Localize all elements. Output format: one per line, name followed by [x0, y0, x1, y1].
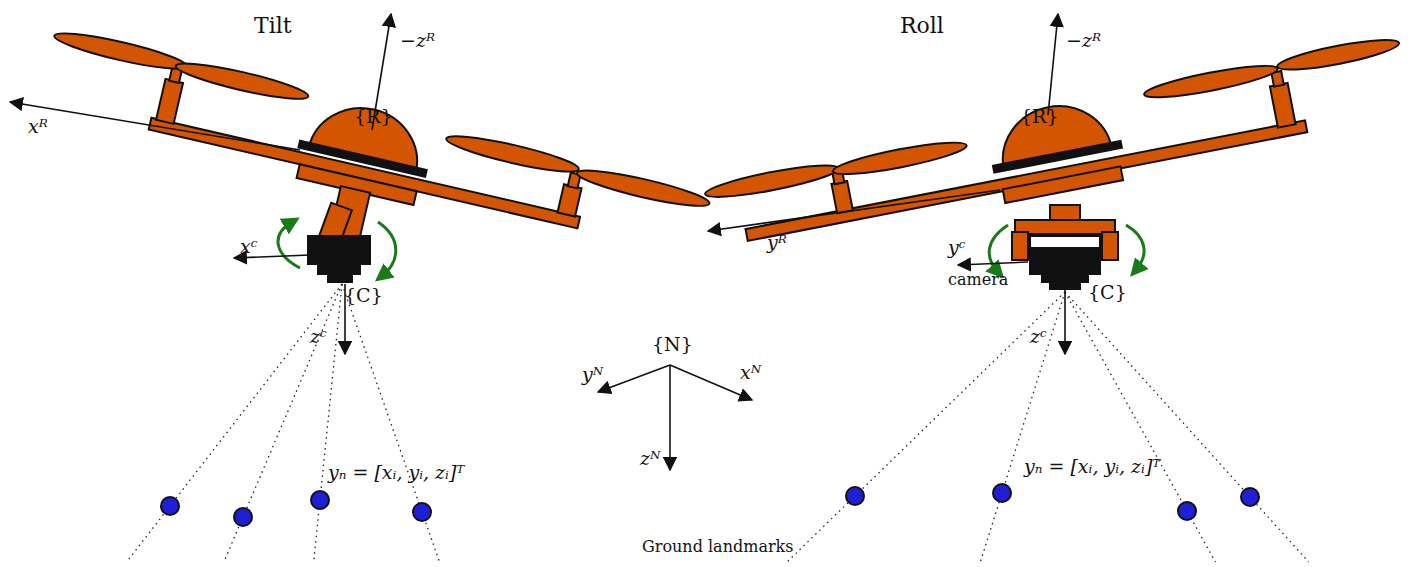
axis-label: xᴿ: [26, 116, 50, 137]
landmark-vector: yₙ = [xᵢ, yᵢ, zᵢ]ᵀ: [1022, 456, 1162, 477]
sight-ray: [1065, 292, 1309, 562]
sight-ray: [1065, 292, 1215, 562]
sight-ray: [342, 284, 440, 562]
sight-ray: [980, 292, 1065, 562]
view-title: Roll: [898, 14, 946, 38]
frame-label: {R}: [1018, 106, 1060, 127]
frame-label: {R}: [352, 106, 394, 127]
quadrotor-roll: [700, 34, 1414, 259]
ground-landmarks: [161, 484, 1259, 526]
axis-label: yᶜ: [946, 237, 967, 258]
landmark-dot: [413, 503, 431, 521]
camera-roll: [1012, 205, 1118, 289]
axis-label: zᶜ: [308, 326, 329, 347]
axis-label: yᴿ: [765, 232, 789, 253]
landmark-dot: [1178, 502, 1196, 520]
axis-label: zᴺ: [638, 448, 662, 469]
axis-label: xᴺ: [738, 362, 763, 383]
frame-axes: [708, 14, 1065, 354]
axis-label: −zᴿ: [1064, 30, 1103, 51]
sight-rays: [127, 284, 1309, 562]
frame-label: {C}: [342, 285, 385, 306]
axis-label: −zᴿ: [398, 30, 437, 51]
sight-ray: [127, 284, 342, 562]
axis-label: xᶜ: [238, 236, 259, 257]
axis-label: yᴺ: [580, 364, 605, 385]
frame-label: {N}: [650, 334, 695, 355]
sight-ray: [224, 284, 342, 562]
view-title: Tilt: [252, 14, 294, 38]
axis-label: zᶜ: [1028, 326, 1049, 347]
part-label: camera: [946, 271, 1010, 289]
sight-ray: [787, 292, 1065, 562]
landmark-dot: [993, 484, 1011, 502]
frame-label: {C}: [1086, 282, 1129, 303]
landmark-dot: [311, 491, 329, 509]
landmark-dot: [1241, 488, 1259, 506]
landmark-dot: [161, 497, 179, 515]
navigation-frame: [598, 365, 752, 470]
landmark-dot: [234, 508, 252, 526]
caption-label: Ground landmarks: [640, 538, 795, 556]
landmark-vector: yₙ = [xᵢ, yᵢ, zᵢ]ᵀ: [326, 462, 466, 483]
quadrotor-tilt: [25, 27, 715, 315]
frame-axes: [10, 14, 391, 354]
landmark-dot: [846, 487, 864, 505]
camera-tilt: [308, 203, 370, 282]
